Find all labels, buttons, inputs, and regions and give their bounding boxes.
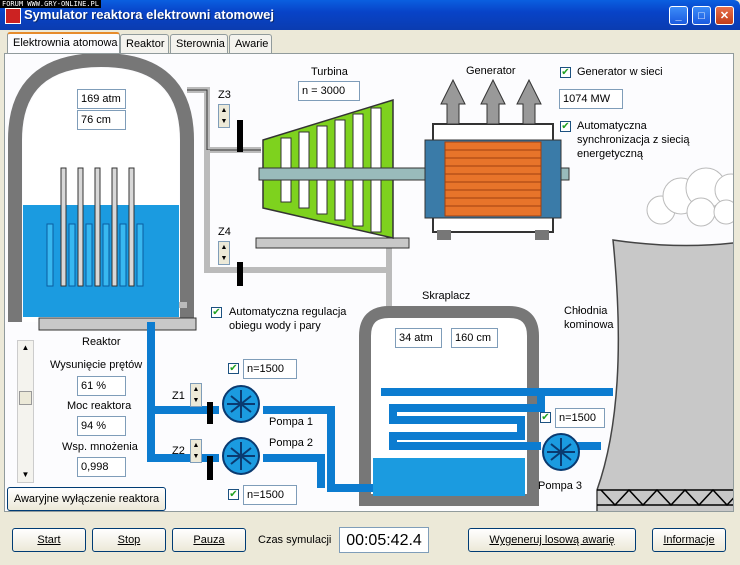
cooling-tower [596,239,733,511]
rod-value-field: 61 % [77,376,126,396]
cooling-tower-label-2: kominowa [564,319,614,331]
auto-regulation-label-1: Automatyczna regulacja [229,306,347,318]
maximize-button[interactable]: □ [692,6,711,25]
tab-reaktor[interactable]: Reaktor [120,34,169,53]
auto-sync-label-1: Automatyczna [577,120,647,132]
return-pipe [263,406,373,492]
rod-slider[interactable]: ▲ ▼ [17,340,34,483]
valve-z3 [237,120,243,152]
tower-legs [597,488,733,507]
turbine-speed-field: n = 3000 [298,81,360,101]
stop-button[interactable]: Stop [92,528,166,552]
cooling-tower-label-1: Chłodnia [564,305,608,317]
title-bar: Symulator reaktora elektrowni atomowej _… [0,0,740,30]
turbine-base [255,237,410,249]
auto-regulation-label-2: obiegu wody i pary [229,320,321,332]
auto-sync-label-3: energetyczną [577,148,644,160]
forum-watermark: FORUM WWW.GRY-ONLINE.PL [0,0,101,8]
scram-button[interactable]: Awaryjne wyłączenie reaktora [7,487,166,511]
valve-z3-spinner[interactable]: ▲▼ [218,104,230,128]
sim-time-label: Czas symulacji [258,534,332,546]
condenser-coil [381,388,545,450]
valve-z1-spinner[interactable]: ▲▼ [190,383,202,407]
power-label: Moc reaktora [67,400,132,412]
valve-z1-label: Z1 [172,390,185,402]
pump2-label: Pompa 2 [269,437,314,449]
rod-label: Wysunięcie prętów [50,359,143,371]
pump-1 [222,385,260,423]
tab-sterownia[interactable]: Sterownia [170,34,228,53]
generator-power-field: 1074 MW [559,89,623,109]
app-icon [5,8,21,24]
condenser-title: Skraplacz [422,290,471,302]
mult-label: Wsp. mnożenia [62,441,138,453]
reactor-base [38,317,197,331]
condenser-pressure-field: 34 atm [395,328,442,348]
rod-slider-thumb[interactable] [19,391,32,405]
generator-grid-checkbox[interactable]: ✔ [560,67,571,78]
close-button[interactable]: ✕ [715,6,734,25]
reactor-pressure-field: 169 atm [77,89,126,109]
insulators [440,78,542,125]
generator-grid-label: Generator w sieci [577,66,663,78]
reactor-dome [8,54,194,322]
pump2-checkbox[interactable]: ✔ [228,489,239,500]
pump1-label: Pompa 1 [269,416,314,428]
pump3-checkbox[interactable]: ✔ [540,412,551,423]
mult-value-field: 0,998 [77,457,126,477]
random-fault-button[interactable]: Wygeneruj losową awarię [468,528,636,552]
pump2-speed-field: n=1500 [243,485,297,505]
pump3-speed-field: n=1500 [555,408,605,428]
reactor-level-field: 76 cm [77,110,126,130]
valve-z2-spinner[interactable]: ▲▼ [190,439,202,463]
auto-sync-label-2: synchronizacja z siecią [577,134,690,146]
valve-z3-label: Z3 [218,89,231,101]
generator-winding [444,141,542,217]
feed-pipe-1 [147,322,219,414]
fuel-rods [46,223,144,287]
valve-z4-label: Z4 [218,226,231,238]
turbine-title: Turbina [311,66,348,78]
start-button[interactable]: Start [12,528,86,552]
valve-z4-spinner[interactable]: ▲▼ [218,241,230,265]
tab-awarie[interactable]: Awarie [229,34,272,53]
valve-z4 [237,262,243,286]
pump1-speed-field: n=1500 [243,359,297,379]
tab-elektrownia[interactable]: Elektrownia atomowa [7,32,120,54]
minimize-button[interactable]: _ [669,6,688,25]
pump3-label: Pompa 3 [538,480,583,492]
cloud [646,167,733,227]
pump-2 [222,437,260,475]
info-button[interactable]: Informacje [652,528,726,552]
pause-button[interactable]: Pauza [172,528,246,552]
pump-3 [542,433,580,471]
rod-slider-down-arrow[interactable]: ▼ [21,470,30,479]
auto-sync-checkbox[interactable]: ✔ [560,121,571,132]
sim-time-display: 00:05:42.4 [339,527,429,553]
pump1-checkbox[interactable]: ✔ [228,363,239,374]
condenser-level-field: 160 cm [451,328,498,348]
power-value-field: 94 % [77,416,126,436]
plant-diagram [8,54,733,511]
generator-title: Generator [466,65,516,77]
reactor-title: Reaktor [82,336,121,348]
valve-z2-label: Z2 [172,445,185,457]
window-title: Symulator reaktora elektrowni atomowej [24,7,274,22]
rod-slider-up-arrow[interactable]: ▲ [21,343,30,352]
control-rods [60,167,135,287]
condenser-water [373,458,525,496]
auto-regulation-checkbox[interactable]: ✔ [211,307,222,318]
reactor-water [23,205,179,317]
